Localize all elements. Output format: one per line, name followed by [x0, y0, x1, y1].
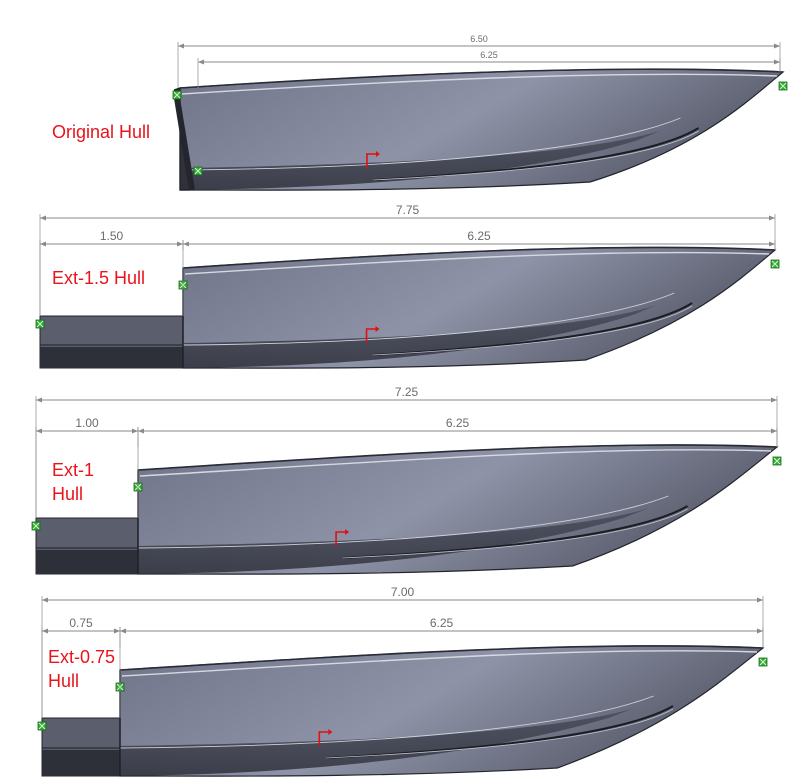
- dimension-value: 1.00: [75, 416, 99, 430]
- endpoint-marker-icon: [35, 319, 45, 329]
- endpoint-marker-icon: [770, 259, 780, 269]
- endpoint-marker-icon: [172, 90, 182, 100]
- hull-label-line: Ext-1.5 Hull: [52, 268, 146, 288]
- dimension: 6.50: [177, 34, 781, 88]
- deck-edge: [119, 645, 764, 671]
- dimension-value: 6.25: [480, 50, 498, 60]
- origin-triad-icon: [365, 326, 380, 343]
- dimension-value: 7.00: [391, 585, 415, 599]
- chine-line: [182, 292, 675, 346]
- dimension-value: 7.75: [396, 203, 420, 217]
- transom-face: [173, 91, 195, 191]
- hull-ext-1: 7.25 1.00 6.25: [31, 385, 782, 575]
- deck-edge: [182, 246, 776, 269]
- dimension: 0.75: [41, 616, 121, 718]
- strake-highlight: [325, 708, 674, 759]
- dimension-value: 6.25: [446, 416, 470, 430]
- hull-bottom: [120, 708, 635, 776]
- hull-bottom: [138, 508, 650, 574]
- strake-highlight: [372, 305, 693, 356]
- chine-line: [179, 117, 681, 171]
- hull-ext-1-5: 7.75 1.50 6.25: [35, 203, 780, 369]
- origin-triad-icon: [366, 151, 380, 168]
- gunwale-line: [184, 251, 770, 275]
- dimension: 6.25: [137, 416, 778, 518]
- endpoint-marker-icon: [778, 81, 788, 91]
- chine-line: [137, 495, 669, 549]
- dimension-value: 6.25: [467, 229, 491, 243]
- strake-highlight: [342, 508, 688, 559]
- chine-line: [119, 695, 654, 749]
- endpoint-marker-icon: [193, 166, 203, 176]
- hull-label-line: Hull: [52, 484, 84, 504]
- dimension: 1.00: [35, 416, 139, 518]
- hull-label-line: Ext-0.75: [48, 647, 116, 667]
- dimension-value: 0.75: [69, 616, 93, 630]
- origin-triad-icon: [318, 729, 333, 746]
- dimension-value: 6.25: [430, 616, 454, 630]
- hull-label-line: Original Hull: [52, 122, 151, 142]
- dimension: 6.25: [119, 616, 764, 718]
- hull-original: 6.50 6.25: [172, 34, 788, 191]
- origin-triad-icon: [335, 529, 350, 546]
- hull-label-line: Hull: [48, 671, 80, 691]
- endpoint-marker-icon: [31, 521, 41, 531]
- hull-bottom: [180, 130, 663, 190]
- hull-label-original: Original Hull: [52, 120, 150, 144]
- dimension: 1.50: [39, 229, 184, 316]
- endpoint-marker-icon: [772, 456, 782, 466]
- dimension-value: 6.50: [470, 34, 488, 44]
- dimension: 6.25: [182, 229, 776, 316]
- deck-edge: [179, 68, 784, 89]
- endpoint-marker-icon: [758, 657, 768, 667]
- hull-ext-0-75: 7.00 0.75 6.25: [37, 585, 768, 777]
- endpoint-marker-icon: [37, 721, 47, 731]
- deck-edge: [137, 444, 778, 471]
- dimension-value: 7.25: [395, 385, 419, 399]
- hull-label-ext-1-5: Ext-1.5 Hull: [52, 266, 145, 290]
- strake-highlight: [372, 130, 699, 181]
- dimension: 6.25: [197, 50, 781, 88]
- gunwale-line: [181, 73, 778, 95]
- hull-label-line: Ext-1: [52, 460, 95, 480]
- dimension-value: 1.50: [100, 229, 124, 243]
- gunwale-line: [139, 449, 772, 477]
- gunwale-line: [121, 650, 758, 677]
